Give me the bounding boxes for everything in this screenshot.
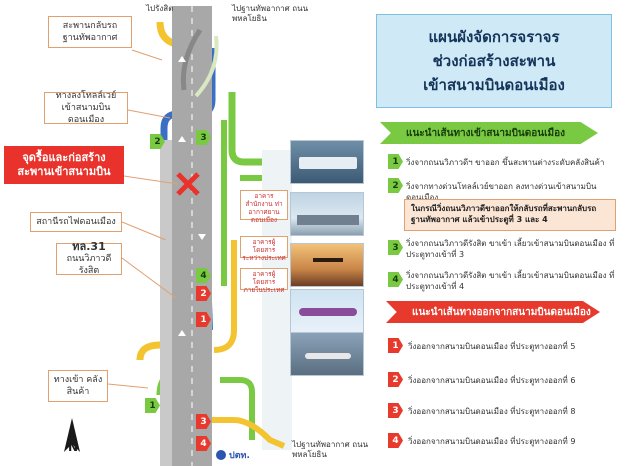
- inbound-badge-3: 3: [388, 240, 403, 255]
- outbound-badge-1: 1: [388, 338, 403, 353]
- road-label-rangsit: ไปรังสิต: [146, 4, 174, 13]
- outbound-route-4: วิ่งออกจากสนามบินดอนเมือง ที่ประตูทางออก…: [408, 437, 576, 446]
- route-yellow-bottom: [212, 417, 286, 449]
- road-label-airforce-top: ไปฐานทัพอากาศ ถนนพหลโยธิน: [232, 4, 309, 23]
- outbound-badge-4: 4: [388, 433, 403, 448]
- ptt-logo: ปตท.: [216, 448, 250, 462]
- construction-x-icon: [176, 172, 200, 196]
- photo-airport-apron: [290, 332, 364, 376]
- callout-train-station: สถานีรถไฟดอนเมือง: [30, 212, 122, 232]
- route-green-1: [228, 92, 262, 166]
- callout-cargo-entrance: ทางเข้า คลังสินค้า: [48, 370, 108, 402]
- compass-icon: [64, 418, 80, 452]
- title-line-2: ช่วงก่อสร้างสะพาน: [432, 52, 556, 70]
- rail-track: [160, 140, 172, 466]
- highway-number: ทล.31: [72, 240, 106, 253]
- inbound-badge-1: 1: [388, 154, 403, 169]
- highway-name: ถนนวิภาวดี รังสิต: [66, 254, 112, 276]
- outbound-badge-3: 3: [388, 403, 403, 418]
- compass-label: N: [68, 440, 79, 454]
- leader-line: [121, 221, 167, 241]
- route-green-4: [220, 377, 255, 440]
- outbound-route-3: วิ่งออกจากสนามบินดอนเมือง ที่ประตูทางออก…: [408, 407, 576, 416]
- map-badge-outbound-1: 1: [196, 312, 211, 327]
- map-badge-inbound-4: 4: [196, 268, 211, 283]
- plane-icon: [313, 258, 343, 262]
- photo-thai-plane: [290, 289, 364, 333]
- title-line-3: เข้าสนามบินดอนเมือง: [423, 76, 565, 94]
- plane-body-icon: [299, 308, 357, 316]
- ptt-logo-text: ปตท.: [229, 451, 250, 461]
- outbound-route-1: วิ่งออกจากสนามบินดอนเมือง ที่ประตูทางออก…: [408, 342, 576, 351]
- route-yellow-low: [136, 341, 198, 361]
- photo-terminal-building: [290, 192, 364, 236]
- tag-terminal-domestic: อาคารผู้โดยสาร ภายในประเทศ: [240, 268, 288, 294]
- road-label-airforce-bottom: ไปฐานทัพอากาศ ถนนพหลโยธิน: [292, 440, 369, 459]
- leader-line: [107, 383, 149, 389]
- tag-terminal-office: อาคารสำนักงาน ท่าอากาศยาน ดอนเมือง: [240, 190, 288, 224]
- photo-plane-sunset: [290, 243, 364, 287]
- inbound-badge-4: 4: [388, 272, 403, 287]
- inbound-badge-2: 2: [388, 178, 403, 193]
- callout-tollway-exit: ทางลงโทลล์เวย์ เข้าสนามบินดอนเมือง: [44, 91, 128, 125]
- ramp-curve: [194, 35, 219, 98]
- map-badge-outbound-4: 4: [196, 436, 211, 451]
- callout-highway-31: ทล.31 ถนนวิภาวดี รังสิต: [56, 240, 122, 276]
- title-line-1: แผนผังจัดการจราจร: [428, 28, 560, 46]
- outbound-route-2: วิ่งออกจากสนามบินดอนเมือง ที่ประตูทางออก…: [408, 376, 576, 385]
- terminal-sign-icon: [299, 157, 357, 169]
- leader-line: [127, 109, 171, 119]
- map-badge-outbound-2: 2: [196, 286, 211, 301]
- callout-construction: จุดรื้อและก่อสร้าง สะพานเข้าสนามบิน: [4, 146, 124, 184]
- outbound-badge-2: 2: [388, 372, 403, 387]
- inbound-route-3: วิ่งจากถนนวิภาวดีรังสิต ขาเข้า เลี้ยวเข้…: [406, 239, 615, 259]
- leader-line: [121, 257, 177, 299]
- map-badge-inbound-3: 3: [196, 130, 211, 145]
- building-icon: [297, 215, 359, 225]
- leader-line: [131, 49, 163, 61]
- map-badge-inbound-1: 1: [145, 398, 160, 413]
- inbound-heading: แนะนำเส้นทางเข้าสนามบินดอนเมือง: [380, 122, 598, 144]
- map-title: แผนผังจัดการจราจร ช่วงก่อสร้างสะพาน เข้า…: [376, 14, 612, 108]
- inbound-route-4: วิ่งจากถนนวิภาวดีรังสิต ขาเข้า เลี้ยวเข้…: [406, 271, 615, 291]
- route-yellow-mid: [213, 240, 237, 353]
- outbound-heading: แนะนำเส้นทางออกจากสนามบินดอนเมือง: [386, 301, 600, 323]
- inbound-route-2: วิ่งจากทางด่วนโทลล์เวย์ขาออก ลงทางด่วนเข…: [406, 182, 597, 202]
- map-badge-outbound-3: 3: [196, 414, 211, 429]
- inbound-route-1: วิ่งจากถนนวิภาวดีฯ ขาออก ขึ้นสะพานต่างระ…: [406, 158, 605, 167]
- overpass-curve: [180, 28, 203, 91]
- callout-airforce-bridge: สะพานกลับรถฐานทัพอากาศ: [48, 16, 132, 48]
- photo-terminal-sign: [290, 140, 364, 184]
- apron-plane-icon: [305, 353, 351, 359]
- inbound-note: ในกรณีวิ่งถนนวิภาวดีขาออกให้กลับรถที่สะพ…: [404, 199, 616, 231]
- map-badge-inbound-2: 2: [150, 134, 165, 149]
- tag-terminal-international: อาคารผู้โดยสาร ระหว่างประเทศ: [240, 236, 288, 262]
- ptt-logo-icon: [216, 450, 226, 460]
- leader-line: [123, 175, 179, 185]
